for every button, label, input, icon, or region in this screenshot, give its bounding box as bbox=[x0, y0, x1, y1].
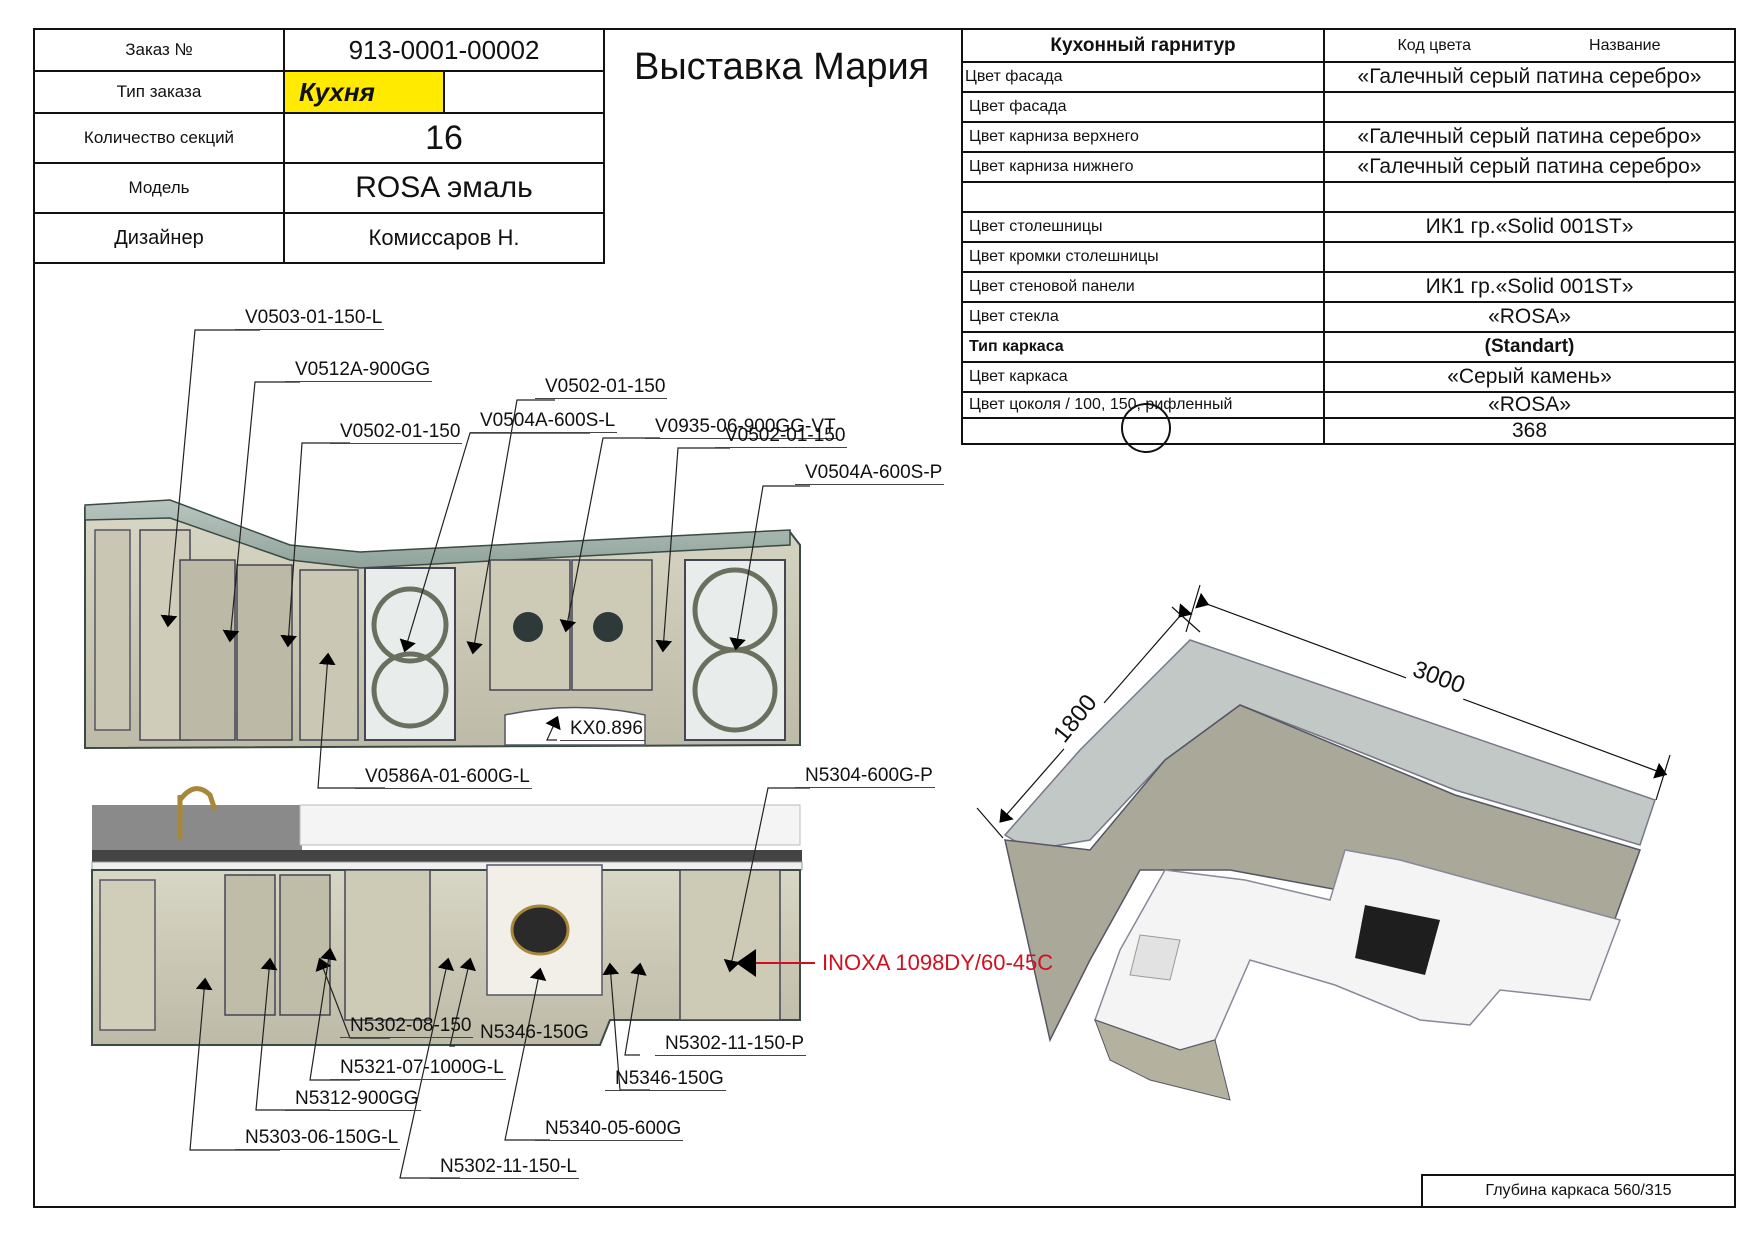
upper-cabinets-elevation bbox=[84, 499, 801, 750]
order-number-value: 913-0001-00002 bbox=[283, 28, 605, 72]
part-label: N5346-150G bbox=[605, 1068, 726, 1091]
spec-row bbox=[961, 181, 1736, 213]
spec-row: Цвет фасада«Галечный серый патина серебр… bbox=[961, 61, 1736, 93]
part-label: V0503-01-150-L bbox=[235, 307, 385, 330]
part-label: N5302-11-150-P bbox=[655, 1033, 807, 1056]
model-value: ROSA эмаль bbox=[283, 162, 605, 214]
spec-row: Цвет кромки столешницы bbox=[961, 241, 1736, 273]
part-label: V0502-01-150 bbox=[715, 425, 848, 448]
spec-row: Цвет стекла«ROSA» bbox=[961, 301, 1736, 333]
isometric-kitchen-view bbox=[1003, 639, 1656, 1101]
drawing-frame bbox=[33, 28, 1736, 1208]
order-type-label: Тип заказа bbox=[33, 70, 285, 114]
order-number-label: Заказ № bbox=[33, 28, 285, 72]
part-label: V0935-06-900GG-VT bbox=[645, 416, 838, 439]
part-label: N5302-11-150-L bbox=[430, 1156, 579, 1179]
spec-row: Цвет карниза нижнего«Галечный серый пати… bbox=[961, 151, 1736, 183]
lower-cabinets-elevation bbox=[91, 786, 803, 1046]
part-label: N5304-600G-P bbox=[795, 765, 935, 788]
page-title: Выставка Мария bbox=[634, 46, 930, 88]
appliance-label: INOXA 1098DY/60-45C bbox=[822, 950, 1054, 975]
part-label: V0504A-600S-P bbox=[795, 462, 945, 485]
designer-label: Дизайнер bbox=[33, 212, 285, 264]
designer-value: Комиссаров Н. bbox=[283, 212, 605, 264]
model-label: Модель bbox=[33, 162, 285, 214]
spec-row: Тип каркаса(Standart) bbox=[961, 331, 1736, 363]
part-label: N5321-07-1000G-L bbox=[330, 1057, 506, 1080]
part-label: N5340-05-600G bbox=[535, 1118, 684, 1141]
upper-leader-lines bbox=[160, 329, 810, 789]
part-label: V0502-01-150 bbox=[535, 376, 668, 399]
spec-header-name: Название bbox=[1589, 36, 1661, 54]
sections-count-label: Количество секций bbox=[33, 112, 285, 164]
part-label: V0586A-01-600G-L bbox=[355, 766, 532, 789]
circled-plinth-height-mark bbox=[1121, 403, 1171, 453]
spec-row: Цвет карниза верхнего«Галечный серый пат… bbox=[961, 121, 1736, 153]
part-label: V0512A-900GG bbox=[285, 359, 433, 382]
frame-depth-note: Глубина каркаса 560/315 bbox=[1421, 1174, 1736, 1208]
spec-row: Цвет каркаса«Серый камень» bbox=[961, 361, 1736, 393]
part-label: N5302-08-150 bbox=[340, 1015, 474, 1038]
order-type-value: Кухня bbox=[285, 72, 445, 112]
sections-count-value: 16 bbox=[283, 112, 605, 164]
spec-header-section: Кухонный гарнитур bbox=[961, 28, 1325, 63]
part-label: N5346-150G bbox=[470, 1022, 591, 1045]
part-label: V0502-01-150 bbox=[330, 421, 463, 444]
part-label: KX0.896 bbox=[560, 718, 645, 741]
spec-table: Кухонный гарнитур Код цвета Название Цвет … bbox=[961, 28, 1736, 445]
part-label: V0504A-600S-L bbox=[470, 410, 618, 433]
part-label: N5303-06-150G-L bbox=[235, 1127, 401, 1150]
spec-header-code: Код цвета bbox=[1397, 36, 1471, 54]
part-label: N5312-900GG bbox=[285, 1088, 421, 1111]
spec-row: Цвет фасада bbox=[961, 91, 1736, 123]
